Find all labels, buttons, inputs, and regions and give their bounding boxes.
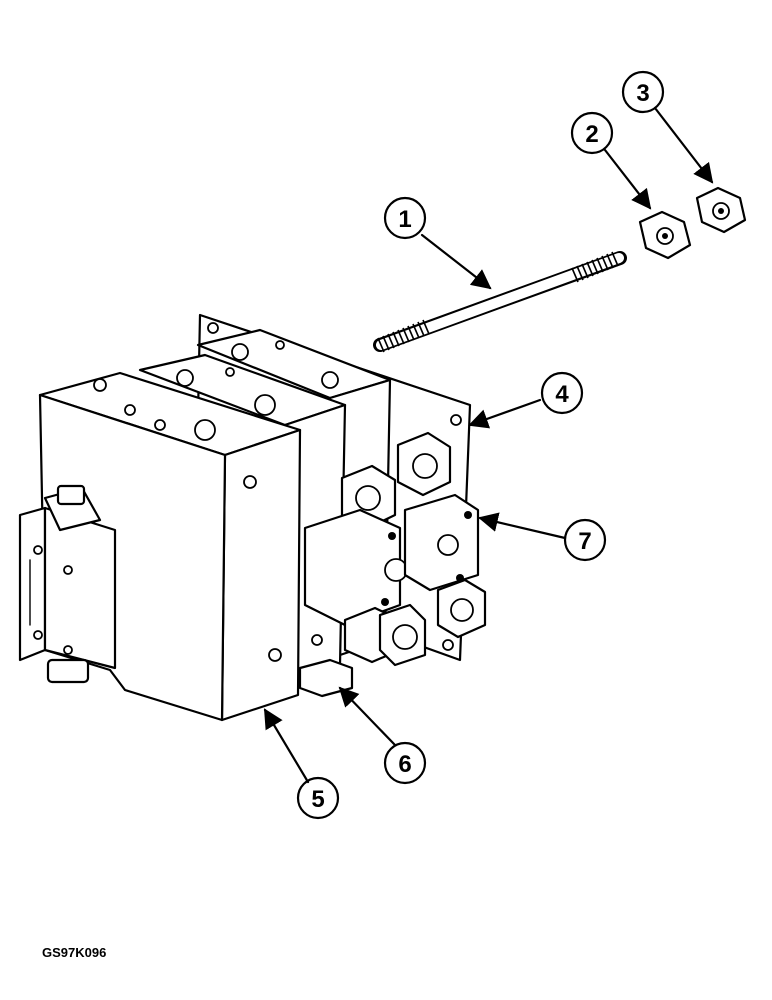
callout-2: 2: [570, 111, 614, 155]
threaded-stud: [373, 251, 627, 353]
side-valve-cartridge: [18, 484, 117, 684]
callout-1-label: 1: [398, 206, 411, 233]
callout-7-label: 7: [578, 528, 591, 555]
nut-3: [695, 186, 747, 234]
nut-2: [638, 210, 692, 260]
callout-1: 1: [383, 196, 427, 240]
figure-code: GS97K096: [42, 945, 106, 960]
leader-lines: [263, 106, 714, 784]
callout-6: 6: [383, 741, 427, 785]
callout-6-label: 6: [398, 751, 411, 778]
callout-5-label: 5: [311, 786, 324, 813]
callout-4: 4: [540, 371, 584, 415]
callout-5: 5: [296, 776, 340, 820]
callout-3-label: 3: [636, 80, 649, 107]
callout-2-label: 2: [585, 121, 598, 148]
callout-3: 3: [621, 70, 665, 114]
callout-7: 7: [563, 518, 607, 562]
port-fittings: [298, 431, 487, 698]
callout-4-label: 4: [555, 381, 569, 408]
